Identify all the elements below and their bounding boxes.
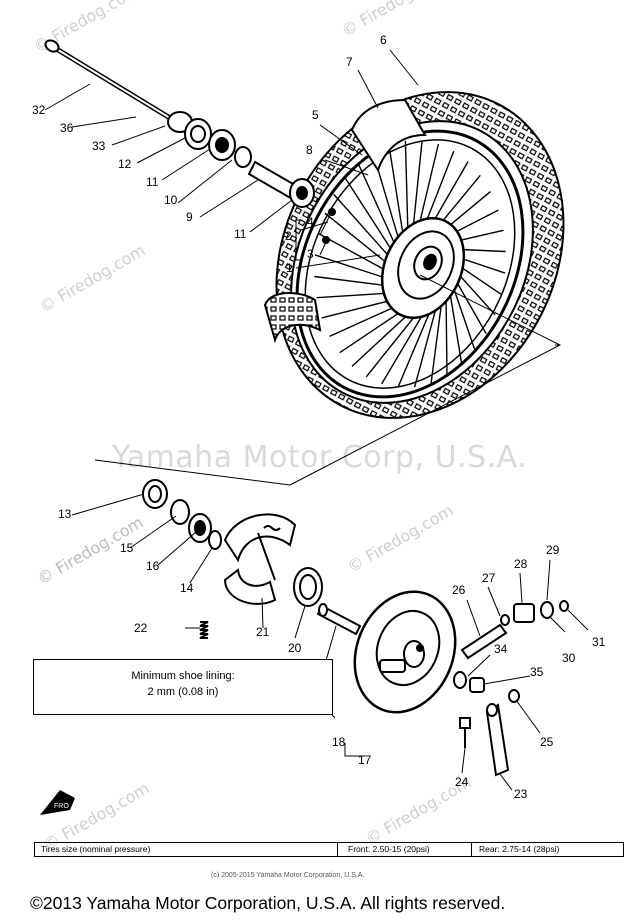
spoke	[357, 163, 398, 250]
part-number-label: 22	[134, 621, 148, 635]
wheel-hub	[380, 216, 466, 320]
part-number-label: 31	[592, 635, 606, 649]
part-number-label: 28	[514, 557, 528, 571]
part-number-label: 24	[455, 775, 469, 789]
part-number-label: 15	[120, 541, 134, 555]
tire-size-label: Tires size (nominal pressure)	[41, 844, 151, 854]
spoke	[324, 212, 394, 269]
tire-section	[263, 292, 322, 344]
spoke	[388, 144, 405, 240]
note-line-1: Minimum shoe lining:	[131, 670, 235, 682]
part-number-label: 11	[146, 175, 159, 189]
part-number-label: 36	[60, 121, 74, 135]
part-number-label: 9	[186, 210, 193, 224]
inner-tube	[350, 98, 427, 173]
spoke	[397, 303, 434, 388]
part-number-label: 30	[562, 651, 576, 665]
copyright-footer: ©2013 Yamaha Motor Corporation, U.S.A. A…	[30, 893, 506, 913]
svg-text:FRO: FRO	[54, 803, 69, 810]
spoke	[445, 292, 448, 376]
leader-lines	[44, 49, 562, 486]
part-number-label: 16	[146, 559, 160, 573]
front-tire-size: Front: 2.50-15 (20psi)	[348, 844, 430, 854]
part-number-label: 13	[58, 507, 72, 521]
part-number-label: 2	[285, 229, 292, 243]
front-arrow-icon: FRO	[40, 790, 75, 815]
part-number-label: 29	[546, 543, 560, 557]
part-number-label: 11	[234, 227, 247, 241]
spoke	[417, 143, 440, 231]
part-number-label: 25	[540, 735, 554, 749]
part-number-label: 7	[346, 55, 353, 69]
spoke	[344, 177, 396, 256]
spoke	[448, 286, 463, 365]
brake-leader-lines	[71, 493, 589, 791]
part-number-label: 35	[530, 665, 544, 679]
part-number-label: 20	[288, 641, 302, 655]
part-number-label: 26	[452, 583, 466, 597]
fine-print-copyright: (c) 2005-2015 Yamaha Motor Corporation, …	[211, 872, 365, 879]
part-number-label: 1	[286, 261, 293, 275]
part-number-label: 17	[358, 753, 372, 767]
part-number-label: 21	[256, 625, 270, 639]
spoke	[430, 297, 443, 384]
part-number-label: 34	[494, 642, 508, 656]
part-number-label: 23	[514, 787, 528, 801]
part-number-label: 6	[380, 33, 387, 47]
divider	[471, 843, 472, 856]
note-line-2: 2 mm (0.08 in)	[147, 686, 219, 698]
divider	[337, 843, 338, 856]
part-number-label: 18	[332, 735, 346, 749]
part-number-label: 5	[312, 108, 319, 122]
part-number-label: 12	[118, 157, 132, 171]
part-number-label: 8	[306, 143, 313, 157]
part-number-label: 33	[92, 139, 106, 153]
part-number-label: 10	[164, 193, 178, 207]
spoke	[422, 150, 455, 231]
brake-assembly	[142, 479, 569, 777]
part-number-label: 27	[482, 571, 496, 585]
spoke	[380, 305, 429, 385]
axle-parts	[44, 39, 336, 244]
shoe-lining-note: Minimum shoe lining: 2 mm (0.08 in)	[33, 659, 333, 715]
spoke	[413, 300, 439, 388]
spoke	[318, 232, 394, 276]
part-number-label: 3	[307, 247, 314, 261]
part-number-label: 4	[307, 215, 314, 229]
center-watermark: Yamaha Motor Corp, U.S.A.	[112, 440, 528, 475]
spoke	[412, 140, 423, 233]
part-number-label: 32	[32, 103, 46, 117]
spoke	[333, 193, 395, 262]
part-number-label: 14	[180, 581, 194, 595]
tire-size-bar: Tires size (nominal pressure) Front: 2.5…	[34, 842, 624, 857]
rear-tire-size: Rear: 2.75-14 (28psi)	[479, 844, 560, 854]
spoke	[404, 140, 409, 236]
